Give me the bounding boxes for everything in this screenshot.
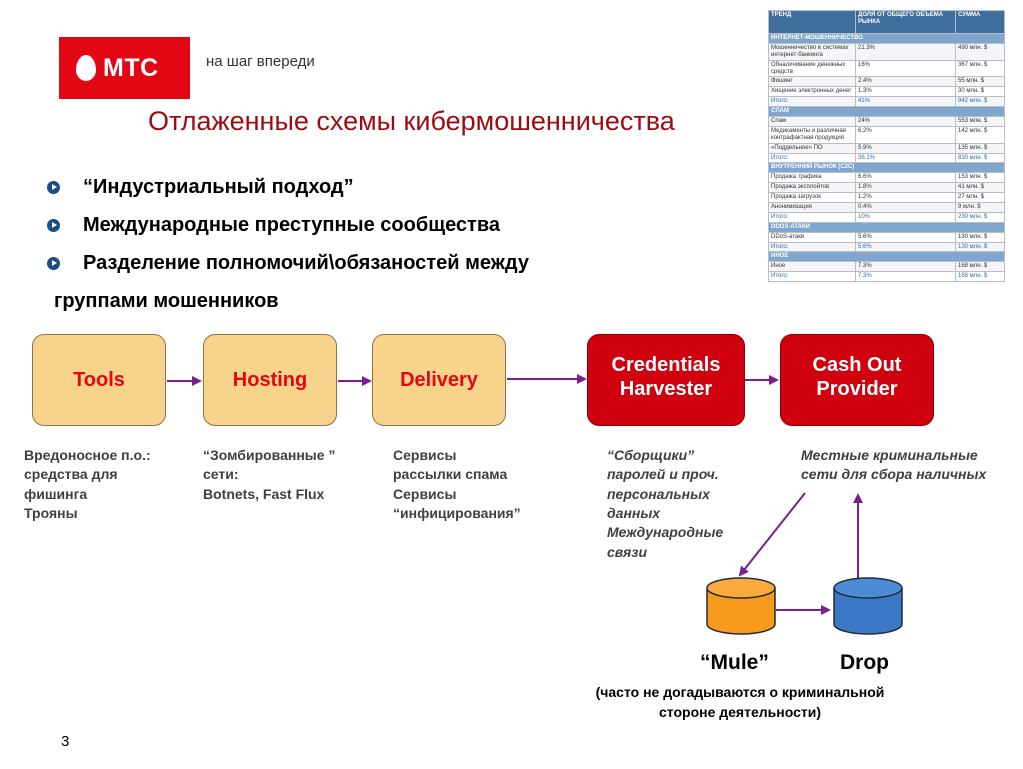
slide-title: Отлаженные схемы кибермошенничества [148,106,675,136]
box-label: Provider [816,378,898,400]
bullet-item: “Индустриальный подход” [47,176,354,199]
note-line: (часто не догадываются о криминальной [595,684,885,700]
bullet-item: Разделение полномочий\обязаностей между [47,252,529,275]
table-cell: 21.3% [855,42,956,61]
desc-line: “Зомбированные ” [203,447,336,463]
desc-line: Botnets, Fast Flux [203,485,325,502]
drop-cylinder-icon [833,577,903,635]
box-tools: Tools [32,334,166,426]
table-header-cell: ТРЕНД [768,10,856,34]
note-line: стороне деятельности) [659,704,821,721]
desc-line: Сервисы [393,447,457,463]
table-section-row: ИНТЕРНЕТ-МОШЕННИЧЕСТВО [768,33,1005,44]
table-cell: 168 млн. $ [955,271,1005,283]
bullet-continuation: группами мошенников [54,290,279,312]
table-cell: 553 млн. $ [955,116,1005,127]
desc-tools: Вредоносное п.о.: средства для фишинга Т… [24,446,151,523]
desc-line: сети для сбора наличных [801,466,987,483]
table-header-cell: ДОЛЯ ОТ ОБЩЕГО ОБЪЕМА РЫНКА [855,10,956,34]
page-number: 3 [61,733,70,750]
desc-line: данных [607,504,661,521]
desc-line: паролей и проч. [607,466,719,483]
desc-cash-out: Местные криминальные сети для сбора нали… [801,446,1021,485]
mule-label: “Mule” [700,651,769,674]
desc-line: Сервисы [393,485,457,502]
flow-arrow [738,492,806,577]
mule-cylinder-icon [706,577,776,635]
table-row: Итого:7.3%168 млн. $ [768,271,1005,283]
bullet-icon [47,257,60,270]
bullet-text: “Индустриальный подход” [83,176,354,198]
desc-line: Трояны [24,504,78,521]
desc-line: средства для [24,466,118,483]
bullet-text: Международные преступные сообщества [83,214,501,236]
box-label: Delivery [400,368,478,391]
box-cash-out-provider: Cash Out Provider [780,334,934,426]
mule-drop-note: (часто не догадываются о криминальной ст… [540,682,940,723]
logo-text: МТС [103,54,159,82]
mts-egg-icon [76,55,96,81]
desc-line: “инфицирования” [393,504,521,521]
desc-line: Международные [607,524,724,541]
desc-line: связи [607,543,647,560]
bullet-item: Международные преступные сообщества [47,214,500,237]
box-hosting: Hosting [203,334,337,426]
table-row: Итого:41%942 млн. $ [768,96,1005,108]
box-label: Tools [73,368,125,391]
desc-line: рассылки спама [393,466,508,483]
desc-line: “Сборщики” [607,447,695,463]
slogan: на шаг впереди [206,53,315,70]
box-label: Harvester [619,378,713,400]
bullet-text: Разделение полномочий\обязаностей между [83,252,529,274]
table-cell: 490 млн. $ [955,42,1005,61]
desc-line: Местные криминальные [801,447,978,463]
desc-credentials: “Сборщики” паролей и проч. персональных … [607,446,723,562]
table-header-cell: СУММА [955,10,1005,34]
bullet-icon [47,181,60,194]
drop-label: Drop [840,651,889,674]
desc-line: Вредоносное п.о.: [24,447,151,463]
box-label: Credentials [611,354,721,376]
box-credentials-harvester: Credentials Harvester [587,334,745,426]
table-section-cell: ИНТЕРНЕТ-МОШЕННИЧЕСТВО [768,33,1005,44]
desc-line: фишинга [24,485,88,502]
desc-line: сети: [203,466,239,483]
box-label: Cash Out [812,354,902,376]
bullet-icon [47,219,60,232]
desc-line: персональных [607,485,710,502]
table-row: Медикаменты и различная контрафактная пр… [768,125,1005,144]
box-label: Hosting [232,368,308,391]
box-delivery: Delivery [372,334,506,426]
desc-hosting: “Зомбированные ” сети: Botnets, Fast Flu… [203,446,335,504]
desc-delivery: Сервисы рассылки спама Сервисы “инфициро… [393,446,521,523]
